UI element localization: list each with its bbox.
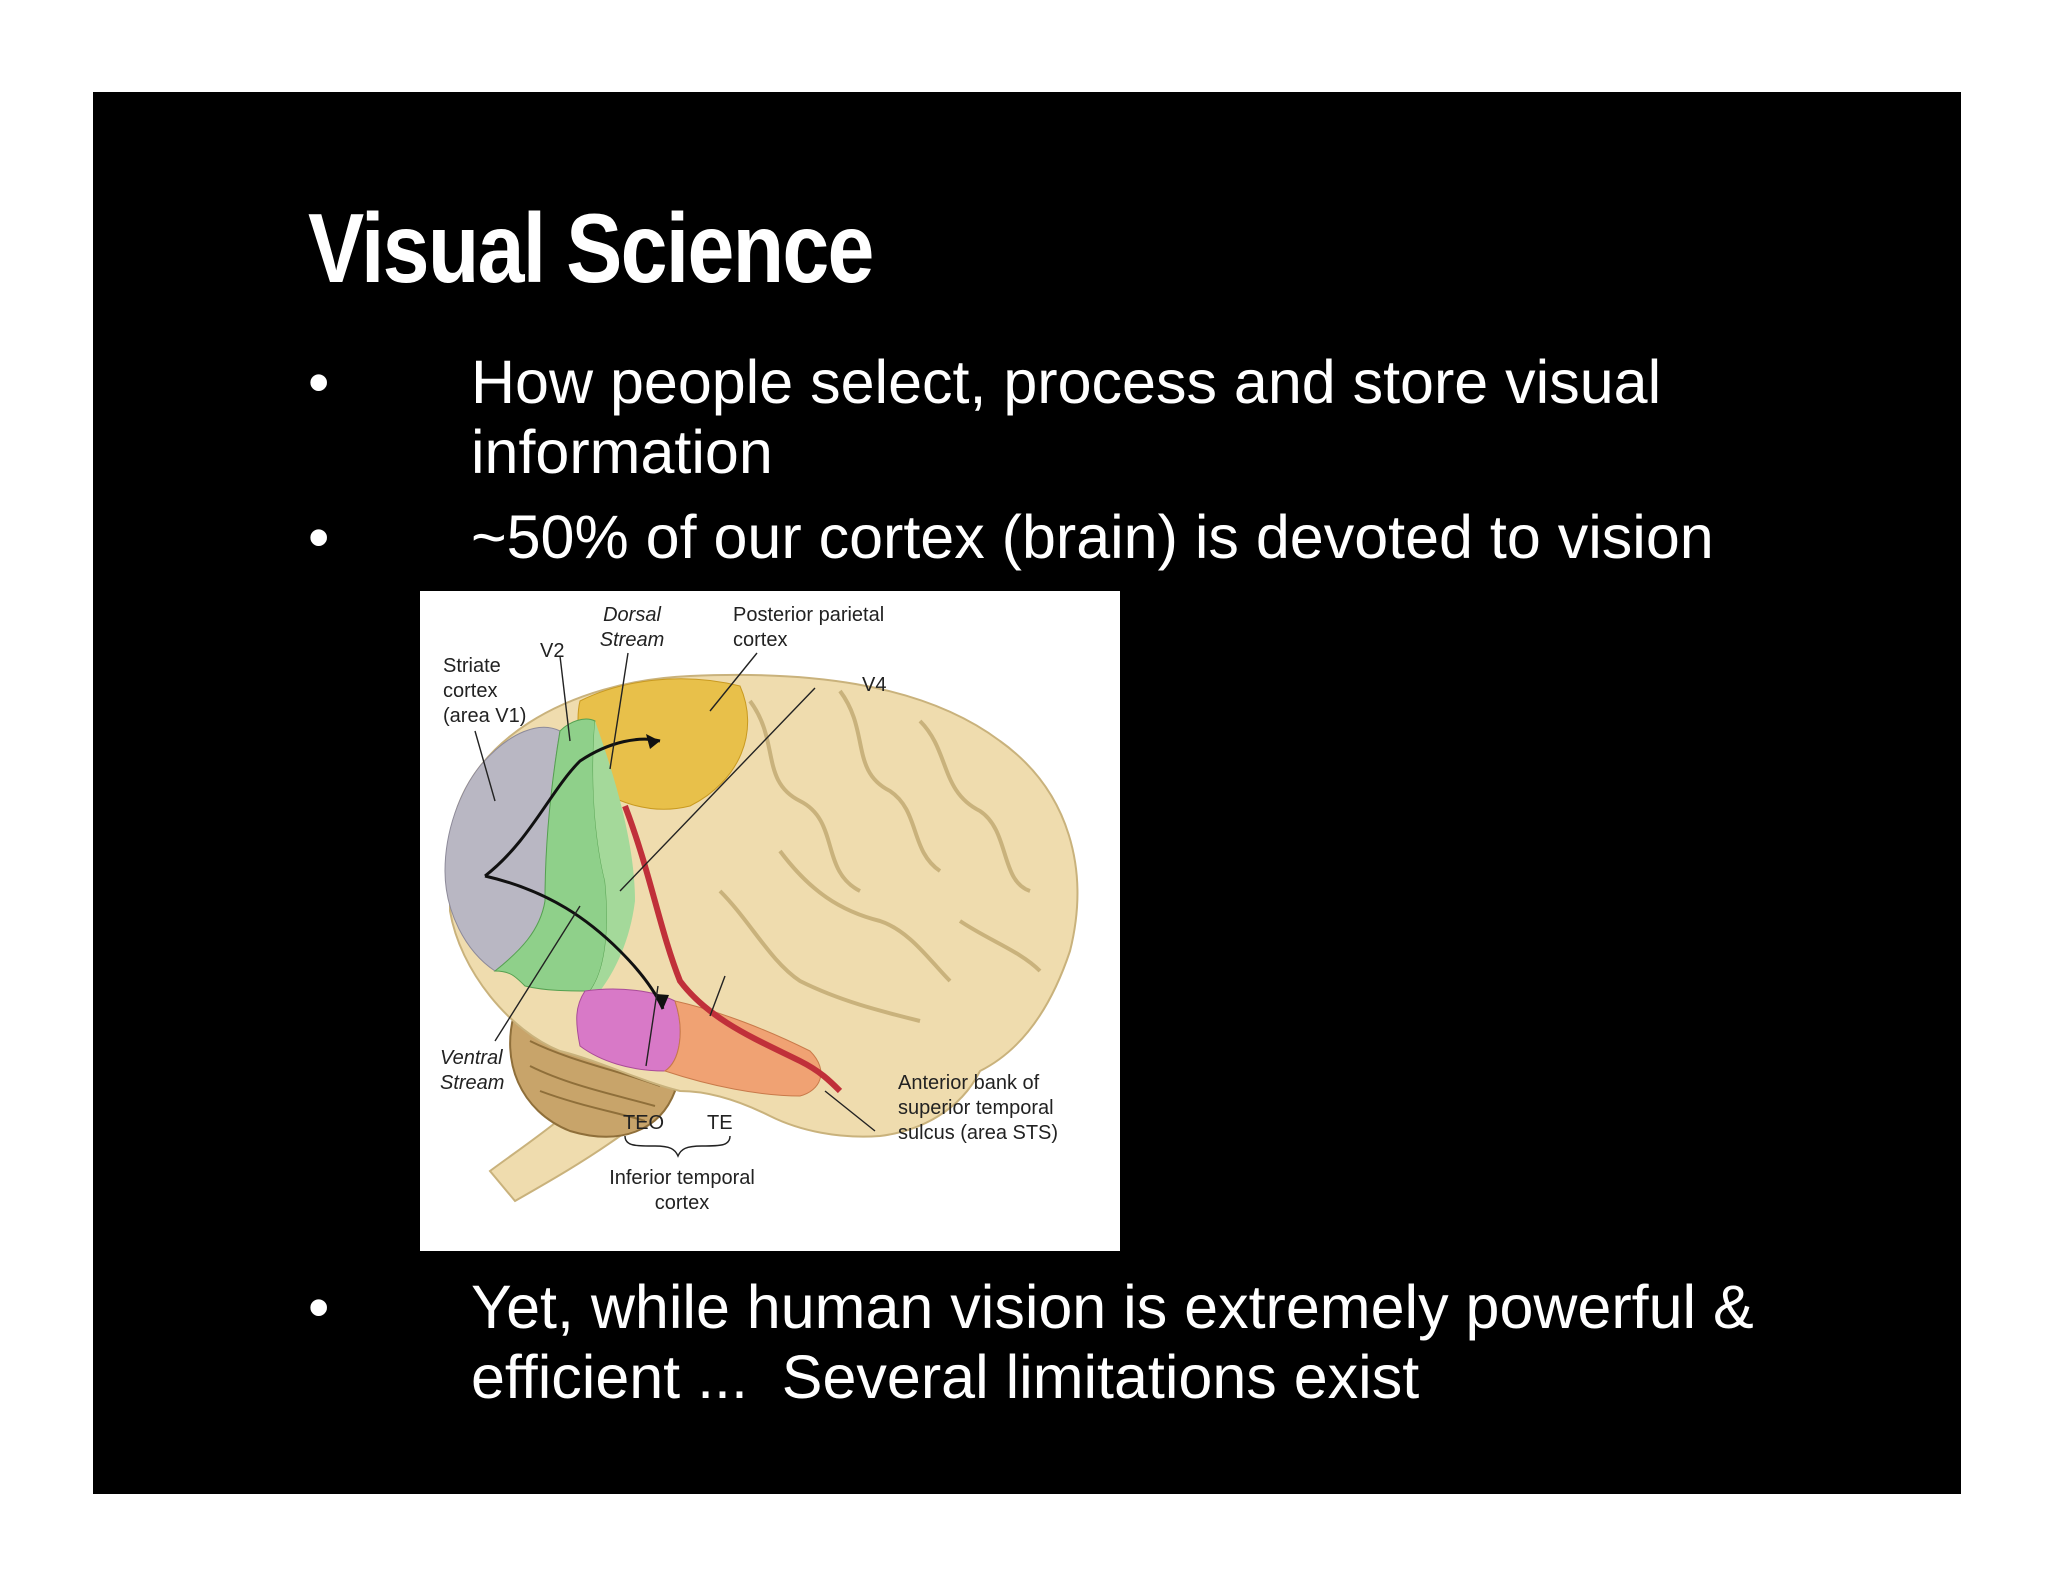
label-inferior-temporal: Inferior temporal cortex [609, 1167, 755, 1214]
label-dorsal-stream: Dorsal Stream [599, 604, 665, 651]
label-teo: TEO [623, 1112, 665, 1134]
label-anterior-sts: Anterior bank of superior temporal sulcu… [898, 1072, 1059, 1144]
ventral-arrowhead [656, 994, 669, 1009]
label-v2: V2 [540, 640, 565, 662]
label-ventral-stream: Ventral Stream [440, 1047, 505, 1094]
v4-region [590, 721, 635, 991]
bullet-dot: • [308, 503, 330, 571]
brain-illustration [444, 652, 1079, 1203]
sts-sulcus [622, 804, 843, 1094]
brace [624, 1135, 731, 1158]
brain-diagram: Dorsal Stream Posterior parietal cortex … [420, 591, 1120, 1251]
slide: Visual Science • How people select, proc… [93, 92, 1961, 1494]
bullet-text: How people select, process and store vis… [471, 347, 1661, 487]
ventral-arrow [484, 874, 665, 1010]
label-v4: V4 [862, 674, 887, 696]
label-posterior-parietal: Posterior parietal cortex [733, 604, 885, 651]
bullet-dot: • [308, 1273, 330, 1341]
bullet-line: information [471, 418, 773, 486]
dorsal-arrow [484, 737, 661, 878]
bullet-text: ~50% of our cortex (brain) is devoted to… [471, 502, 1714, 572]
bullet-line: ~50% of our cortex (brain) is devoted to… [471, 503, 1714, 571]
bullet-line: How people select, process and store vis… [471, 348, 1662, 416]
slide-title: Visual Science [308, 193, 874, 303]
bullet-line: Yet, while human vision is extremely pow… [471, 1273, 1754, 1341]
bullet-text: Yet, while human vision is extremely pow… [471, 1272, 1754, 1412]
dorsal-arrowhead [646, 734, 660, 749]
label-te: TE [707, 1112, 733, 1134]
te-region [663, 1000, 822, 1097]
leader-lines [474, 652, 876, 1132]
bullet-line: efficient ... Several limitations exist [471, 1343, 1420, 1411]
label-striate-cortex: Striate cortex (area V1) [443, 655, 527, 727]
bullet-dot: • [308, 348, 330, 416]
